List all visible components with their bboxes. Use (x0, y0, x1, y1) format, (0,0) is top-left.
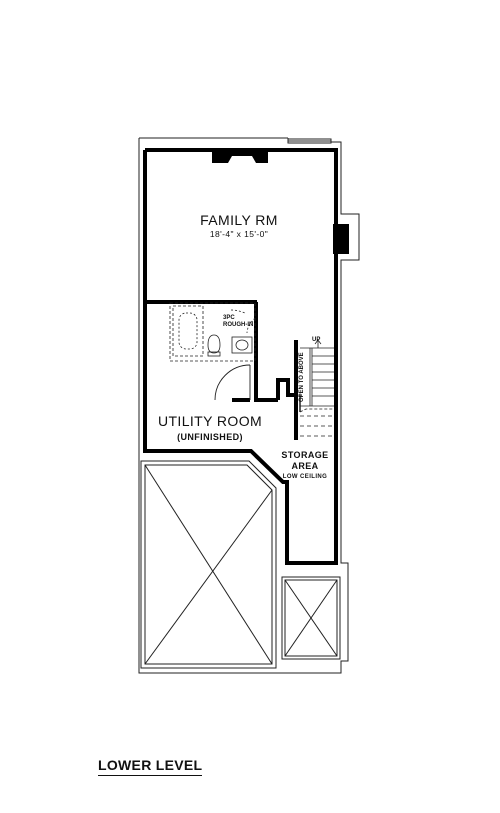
small-open-area (281, 576, 341, 660)
bath-label-rough-in: ROUGH-IN (223, 322, 253, 328)
fireplace-icon (212, 150, 268, 163)
storage-label-line2: AREA (291, 461, 318, 471)
door-swing (214, 364, 251, 401)
bath-label-3pc: 3PC (223, 315, 235, 321)
family-room-dimensions: 18'-4" x 15'-0" (210, 229, 268, 239)
level-title: LOWER LEVEL (98, 757, 203, 776)
staircase (299, 339, 334, 437)
window-box (333, 224, 349, 254)
thick-walls (143, 148, 338, 565)
storage-label-line1: STORAGE (281, 450, 328, 460)
exterior-outline (138, 137, 360, 674)
toilet-icon (207, 334, 221, 354)
garage-open-area (140, 460, 277, 669)
open-to-above-label: OPEN TO ABOVE (299, 352, 305, 402)
bathroom-rough-in (169, 302, 256, 362)
stairs-up-label: UP (312, 337, 320, 343)
bathtub-icon (172, 305, 204, 357)
family-room-label: FAMILY RM (200, 212, 278, 228)
utility-room-note: (UNFINISHED) (177, 432, 243, 442)
sink-icon (231, 336, 253, 354)
utility-room-label: UTILITY ROOM (158, 413, 262, 429)
storage-label-line3: LOW CEILING (283, 474, 327, 480)
